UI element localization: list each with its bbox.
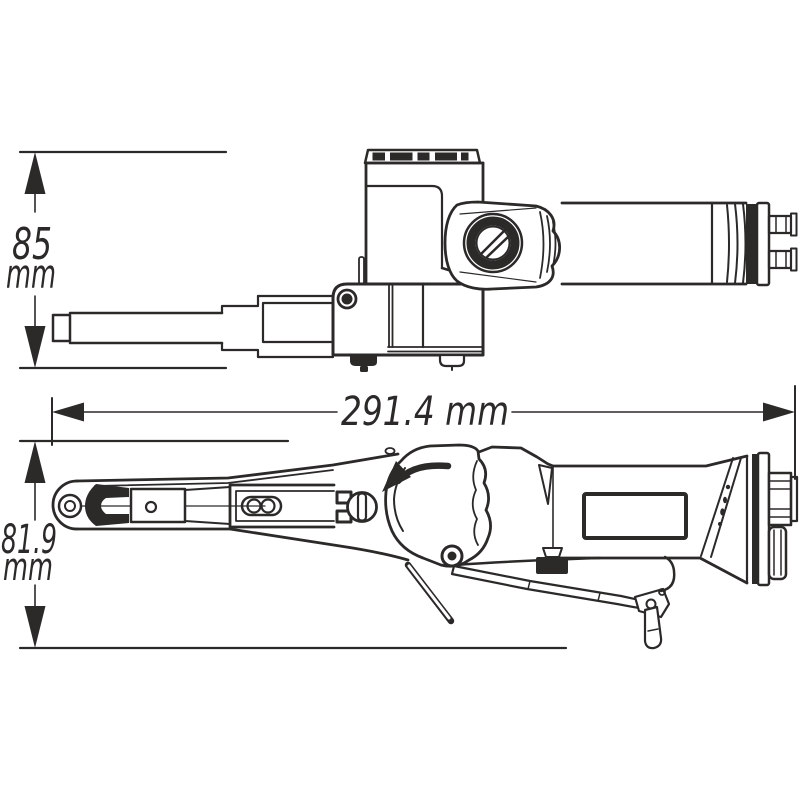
- lever-pin: [643, 605, 663, 650]
- arrow-left-icon: [52, 402, 84, 422]
- arm-slide-block: [129, 487, 187, 524]
- body-inner-seam: [365, 184, 444, 270]
- exhaust-block: [767, 525, 788, 581]
- dim-85-value: 85: [12, 219, 52, 270]
- top-view-drawing: [51, 148, 798, 372]
- belt-arm-top: [51, 294, 335, 359]
- extension-lines: [18, 439, 568, 650]
- arrow-down-icon: [24, 606, 46, 648]
- nose-clamp: [85, 484, 129, 526]
- side-view-drawing: [51, 443, 799, 650]
- index-pin: [358, 256, 365, 285]
- arrow-up-icon: [24, 441, 46, 483]
- speed-dial: [462, 212, 524, 274]
- vent-slots: [372, 152, 469, 161]
- front-roller: [57, 493, 83, 519]
- air-inlet-top: [767, 214, 793, 235]
- label-plate: [582, 492, 688, 540]
- dim-81-9-value: 81.9: [1, 517, 57, 563]
- dim-81-9-unit: mm: [3, 545, 53, 589]
- arm-top-edge: [75, 452, 400, 483]
- arrow-down-icon: [24, 326, 46, 368]
- dial-slot: [479, 228, 511, 259]
- extension-lines: [18, 150, 228, 370]
- arm-bottom-edge: [75, 527, 410, 562]
- dimension-85mm: 85 mm: [6, 150, 228, 370]
- trigger-lever: [450, 555, 676, 650]
- arm-bracket: [331, 256, 485, 372]
- dim-85-unit: mm: [6, 252, 56, 298]
- pulley-housing: [382, 443, 492, 625]
- lever-hook: [659, 555, 676, 593]
- dimension-291mm: 291.4 mm: [51, 385, 796, 480]
- dim-291-label: 291.4 mm: [341, 389, 509, 435]
- belt-guard-top: [477, 445, 555, 468]
- lever-pivot-bracket: [633, 587, 671, 619]
- rubber-pad: [536, 557, 568, 574]
- arm-rail: [228, 483, 336, 529]
- arrow-right-icon: [763, 402, 795, 422]
- body-side: [453, 445, 799, 587]
- handle-tube-top: [560, 201, 798, 287]
- end-cap-band: [746, 204, 757, 284]
- grip-ridges: [539, 211, 557, 279]
- tension-knob: [335, 490, 378, 524]
- rubber-foot-left: [350, 355, 377, 366]
- speed-dial-housing: [443, 200, 562, 291]
- adjust-slot: [240, 495, 283, 517]
- arm-nose: [51, 479, 79, 531]
- engraving-marks: [718, 484, 731, 526]
- rubber-foot-right: [438, 353, 466, 368]
- end-cap-band-side: [752, 454, 758, 584]
- arrow-up-icon: [24, 152, 46, 194]
- extension-lines: [51, 385, 796, 480]
- dimension-81-9mm: 81.9 mm: [1, 439, 568, 650]
